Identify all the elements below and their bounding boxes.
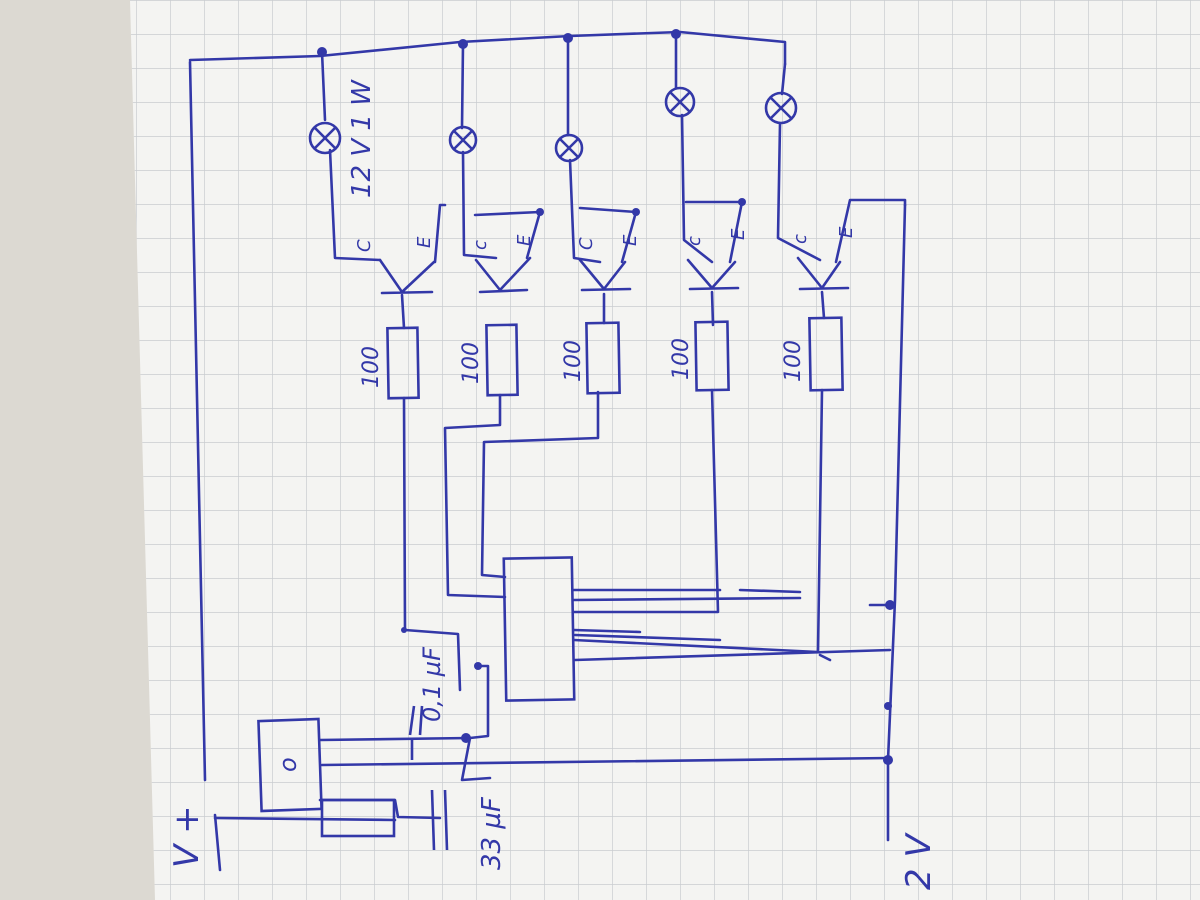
components <box>257 556 576 851</box>
capacitor-large <box>430 789 449 851</box>
resistor-5 <box>808 316 844 392</box>
emitter-1-label: E <box>414 236 435 248</box>
transistor-4 <box>686 258 740 291</box>
supply-positive-label: V + <box>167 805 207 868</box>
labels: V + 2 V 12 V 1 W 0,1 µF 33 µF o 100 100 … <box>167 79 939 890</box>
lamp-4 <box>664 86 696 118</box>
collector-5-label: c <box>790 234 811 244</box>
resistor-3-label: 100 <box>561 340 586 382</box>
resistor-1 <box>386 326 420 400</box>
emitter-2-label: E <box>514 234 535 246</box>
emitter-3-label: E <box>620 234 641 246</box>
junction-dots <box>317 29 895 765</box>
collector-3-label: C <box>576 237 597 250</box>
collector-1-label: C <box>354 239 375 252</box>
resistor-1-label: 100 <box>359 346 384 388</box>
cap-large-label: 33 µF <box>477 796 507 870</box>
lamps <box>308 86 798 163</box>
resistor-5-label: 100 <box>781 340 806 382</box>
regulator-mark: o <box>274 757 302 772</box>
transistor-1 <box>378 258 436 295</box>
resistor-3 <box>585 321 621 395</box>
transistors <box>378 256 850 295</box>
collector-2-label: c <box>470 240 491 250</box>
supply-ground-label: 2 V <box>899 832 939 890</box>
capacitor-small <box>408 705 424 760</box>
transistor-2 <box>474 256 532 294</box>
resistor-4 <box>694 320 730 392</box>
lamp-rating-label: 12 V 1 W <box>347 79 377 198</box>
resistor-2-label: 100 <box>459 342 484 384</box>
emitter-4-label: E <box>728 228 749 240</box>
lamp-1 <box>308 121 342 155</box>
collector-4-label: c <box>684 236 705 246</box>
transistor-5 <box>796 256 850 291</box>
lamp-2 <box>448 125 478 155</box>
emitter-5-label: E <box>836 226 857 238</box>
resistor-4-label: 100 <box>669 338 694 380</box>
resistors <box>386 316 844 400</box>
resistor-2 <box>485 323 519 397</box>
transistor-3 <box>578 258 632 292</box>
ic-chip <box>502 556 576 702</box>
lamp-5 <box>764 91 798 125</box>
voltage-regulator <box>257 717 323 813</box>
cap-small-label: 0,1 µF <box>418 646 446 722</box>
lamp-3 <box>554 133 584 163</box>
regulator-output-box <box>320 798 396 838</box>
